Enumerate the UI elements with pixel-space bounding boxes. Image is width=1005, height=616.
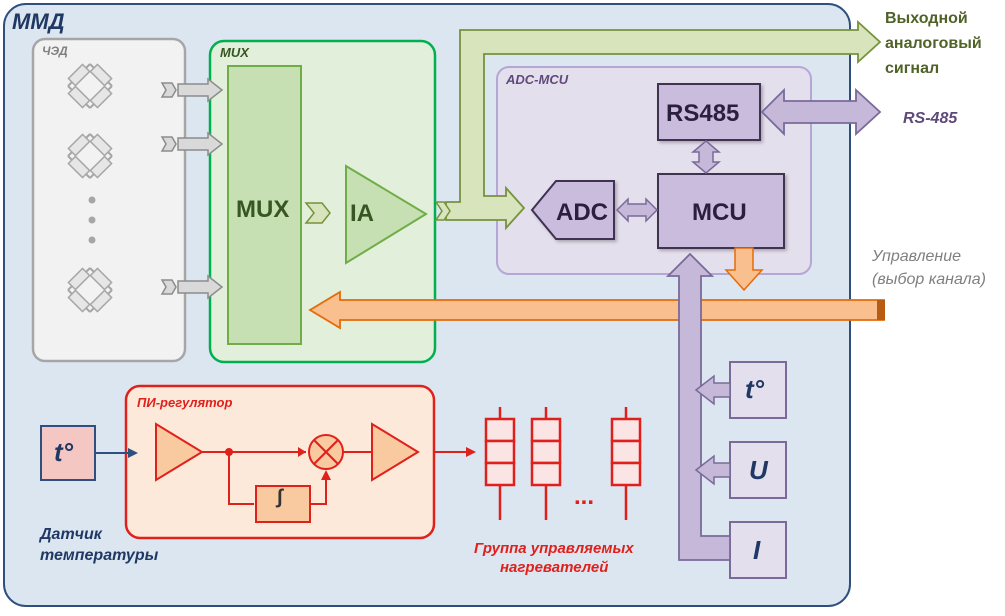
- heater-2-segment-1: [530, 417, 562, 443]
- sensor-arrow-1-chevron: [160, 82, 177, 98]
- heater-2-segment-3: [530, 461, 562, 487]
- temp-sensor-caption-1: Датчик: [40, 526, 102, 543]
- heater-1-segment-2: [484, 439, 516, 465]
- input-symbol-t: t°: [745, 374, 765, 404]
- mux-to-amp-arrow: [304, 202, 331, 224]
- sensor-bridge-3-resistor: [89, 267, 113, 291]
- rs485-external-arrow: [760, 87, 882, 137]
- inputs-bus-arrow: [665, 252, 731, 561]
- rs485-output-label: RS-485: [903, 110, 958, 127]
- input-box-i: [729, 521, 787, 579]
- sensor-ellipsis-dot-2: [88, 216, 96, 224]
- temp-to-pi-arrowhead: [128, 448, 138, 458]
- heater-2-segment-2: [530, 439, 562, 465]
- input-arrow-t: [694, 374, 731, 406]
- pi-regulator-title: ПИ-регулятор: [137, 395, 233, 410]
- sensor-bridge-3-resistor: [67, 289, 91, 313]
- heater-3-segment-1: [610, 417, 642, 443]
- sensor-bridge-1-resistor: [67, 85, 91, 109]
- sensor-arrow-2: [177, 131, 224, 157]
- temp-sensor-symbol: t°: [54, 437, 74, 467]
- amplifier-label: IA: [350, 200, 374, 227]
- mcu-control-down-arrow: [724, 247, 764, 292]
- sensor-bridge-2-resistor: [67, 155, 91, 179]
- control-arrow: [308, 290, 885, 330]
- sensor-arrow-3: [177, 274, 224, 300]
- sensor-bridge-2-resistor: [89, 155, 113, 179]
- heater-3: [610, 407, 642, 520]
- pi-amp-1: [155, 422, 204, 482]
- input-arrow-u: [694, 454, 731, 486]
- sensor-ellipsis-dot-1: [88, 196, 96, 204]
- rs485-block: [657, 83, 761, 141]
- adc-mcu-bidir-arrow: [615, 197, 659, 223]
- pi-wire-1-arrowhead: [298, 447, 306, 457]
- sensor-bridge-2-resistor: [89, 133, 113, 157]
- heater-1-segment-1: [484, 417, 516, 443]
- sensor-block-title: ЧЭД: [42, 44, 68, 58]
- heaters-caption-2: нагревателей: [500, 559, 609, 576]
- sensor-bridge-3: [67, 267, 113, 313]
- pi-wire-2: [228, 452, 254, 505]
- mcu-block-label: MCU: [692, 199, 747, 226]
- temp-sensor-caption-2: температуры: [40, 547, 159, 564]
- sensor-arrow-1: [177, 77, 224, 103]
- input-symbol-u: U: [749, 455, 768, 485]
- sensor-bridge-1-resistor: [89, 85, 113, 109]
- sensor-bridge-2: [67, 133, 113, 179]
- sensor-bridge-2-resistor: [67, 133, 91, 157]
- module-title: ММД: [12, 9, 65, 34]
- adc-block: [530, 180, 615, 240]
- amp-output-chevron: [434, 201, 451, 221]
- analog-output-label-2: аналоговый: [885, 35, 982, 52]
- sensor-arrow-3-chevron: [160, 279, 177, 295]
- mux-element: [227, 65, 302, 345]
- heaters-caption-1: Группа управляемых: [474, 540, 634, 557]
- amplifier-shape: [345, 164, 428, 265]
- adc-mcu-title: ADC-MCU: [506, 72, 569, 87]
- analog-output-label-1: Выходной: [885, 10, 968, 27]
- pi-to-heaters-arrowhead: [466, 447, 476, 457]
- mcu-block: [657, 173, 785, 249]
- rs485-block-label: RS485: [666, 100, 740, 127]
- sensor-ellipsis-dot-3: [88, 236, 96, 244]
- mux-label: MUX: [236, 196, 290, 223]
- input-symbol-i: I: [753, 535, 761, 565]
- integrator-label: ∫: [277, 486, 283, 508]
- heater-1: [484, 407, 516, 520]
- heaters-ellipsis: ...: [574, 483, 595, 510]
- analog-signal-arrow: [445, 19, 882, 231]
- analog-output-label-3: сигнал: [885, 60, 940, 77]
- rs485-mcu-bidir-arrow: [690, 140, 722, 174]
- pi-wire-3-arrowhead: [321, 470, 331, 480]
- sensor-bridge-1: [67, 63, 113, 109]
- sensor-arrow-2-chevron: [160, 136, 177, 152]
- sensor-bridge-3-resistor: [67, 267, 91, 291]
- pi-wire-3: [310, 474, 327, 505]
- input-box-t: [729, 361, 787, 419]
- integrator-block: [255, 485, 311, 523]
- multiplier-cross-2: [313, 439, 339, 465]
- heater-1-segment-3: [484, 461, 516, 487]
- pi-regulator-block: [124, 384, 436, 540]
- sensor-bridge-1-resistor: [67, 63, 91, 87]
- control-arrow-end-cap: [877, 300, 885, 320]
- heater-3-segment-2: [610, 439, 642, 465]
- sensor-bridge-1-resistor: [89, 63, 113, 87]
- adc-block-label: ADC: [556, 199, 608, 226]
- control-label-1: Управление: [872, 248, 961, 265]
- sensor-bridge-3-resistor: [89, 289, 113, 313]
- sensor-block: [31, 37, 187, 363]
- mux-block-title: MUX: [220, 45, 249, 60]
- heater-3-segment-3: [610, 461, 642, 487]
- control-label-2: (выбор канала): [872, 271, 986, 288]
- heater-2: [530, 407, 562, 520]
